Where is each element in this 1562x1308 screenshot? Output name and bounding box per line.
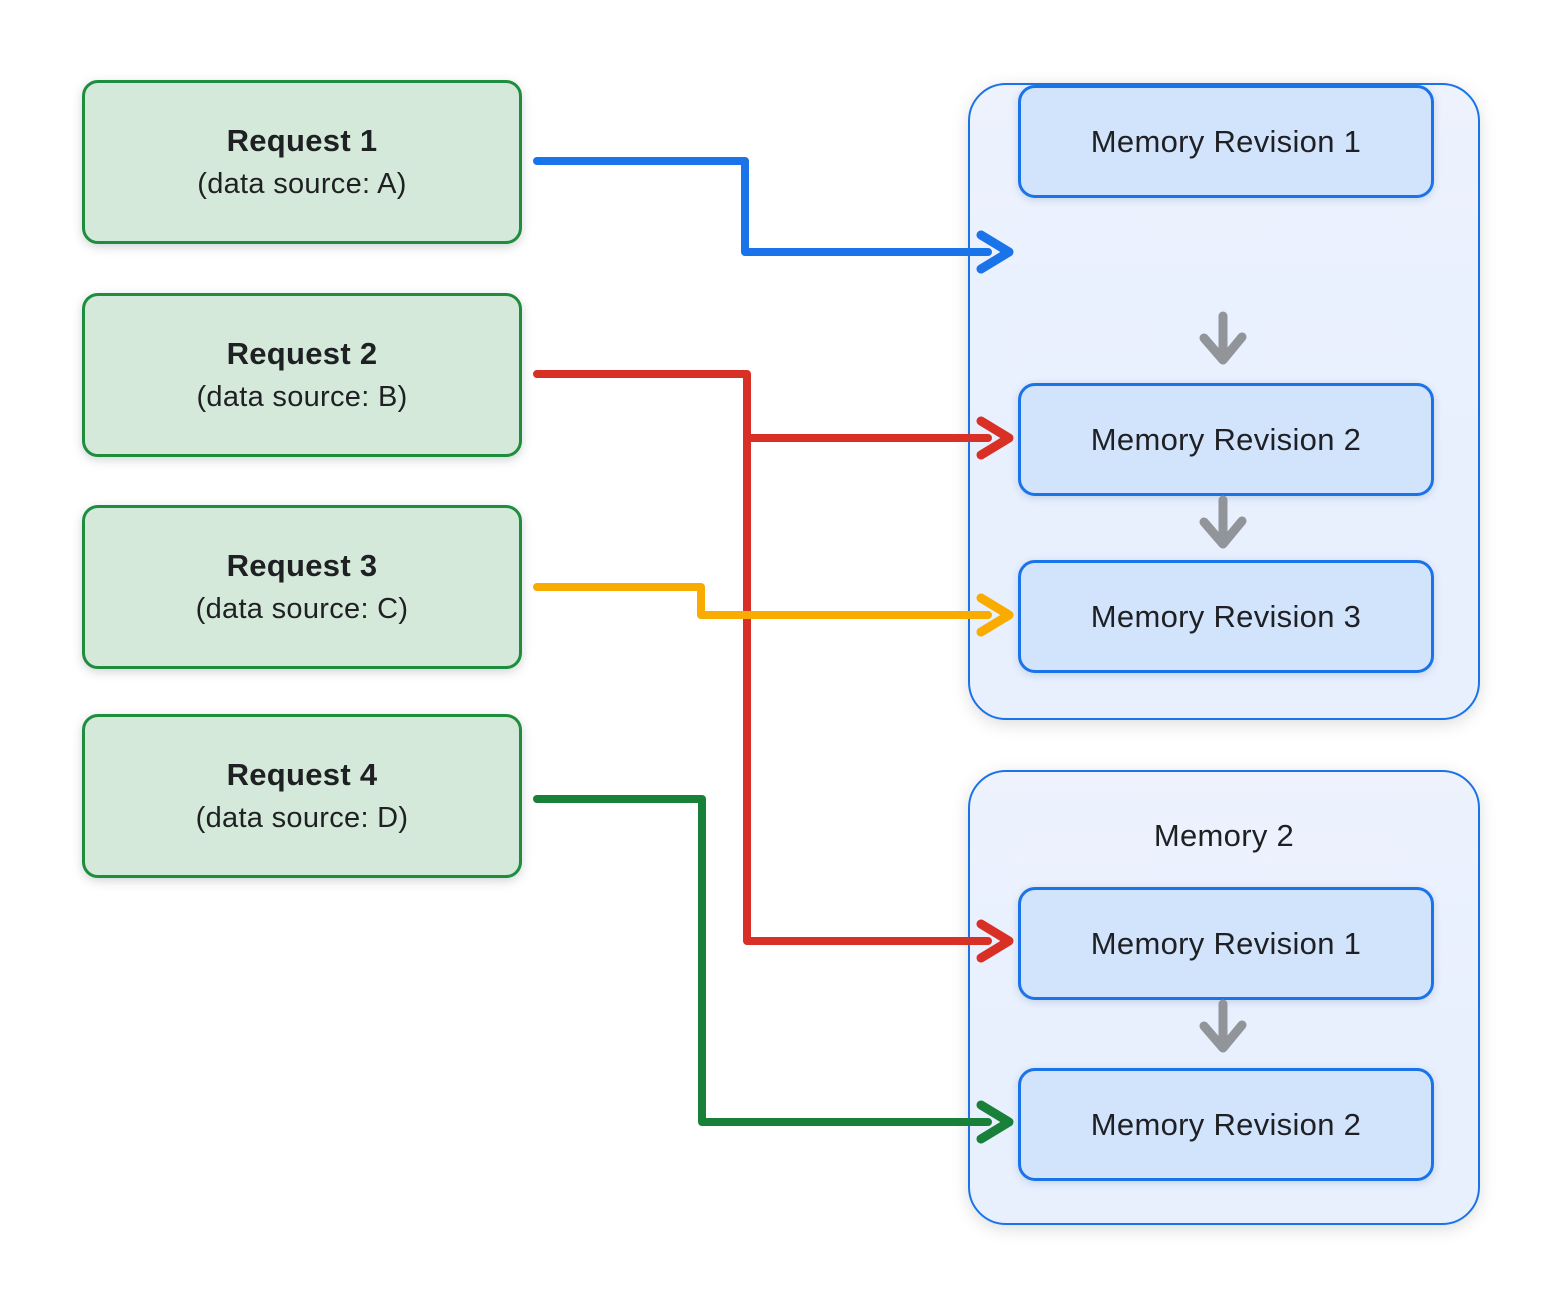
memory-1-revision-1-node: Memory Revision 1 — [1018, 85, 1434, 198]
memory-2-revision-2-node: Memory Revision 2 — [1018, 1068, 1434, 1181]
request-3-subtitle: (data source: C) — [195, 593, 409, 625]
request-3-node: Request 3 (data source: C) — [82, 505, 522, 669]
request-4-node: Request 4 (data source: D) — [82, 714, 522, 878]
memory-2-revision-1-label: Memory Revision 1 — [1090, 925, 1362, 961]
memory-2-revision-2-label: Memory Revision 2 — [1090, 1106, 1362, 1142]
connector-request2-to-memory1-rev2 — [533, 370, 1014, 460]
memory-1-revision-2-label: Memory Revision 2 — [1090, 421, 1362, 457]
request-3-title: Request 3 — [226, 548, 378, 583]
memory-1-revision-3-node: Memory Revision 3 — [1018, 560, 1434, 673]
memory-2-group: Memory 2 Memory Revision 1 Memory Revisi… — [968, 770, 1480, 1225]
request-1-node: Request 1 (data source: A) — [82, 80, 522, 244]
connector-request4-line — [533, 795, 992, 1126]
memory-2-title: Memory 2 — [1153, 818, 1295, 853]
memory-1-revision-2-node: Memory Revision 2 — [1018, 383, 1434, 496]
memory-1-revision-1-label: Memory Revision 1 — [1090, 123, 1362, 159]
connector-request3-line — [533, 583, 992, 619]
request-1-title: Request 1 — [226, 123, 378, 158]
connector-request2a-line — [533, 370, 992, 442]
request-4-title: Request 4 — [226, 757, 378, 792]
connector-request2b-line — [743, 434, 992, 945]
connector-request3-to-memory1-rev3 — [533, 583, 1014, 637]
request-2-subtitle: (data source: B) — [196, 381, 408, 413]
memory-2-revision-1-node: Memory Revision 1 — [1018, 887, 1434, 1000]
connector-request4-to-memory2-rev2 — [533, 795, 1014, 1144]
request-1-subtitle: (data source: A) — [197, 168, 407, 200]
memory-1-revision-3-label: Memory Revision 3 — [1090, 598, 1362, 634]
memory-1-group: Memory 1 Memory Revision 1 Memory Revisi… — [968, 83, 1480, 720]
connector-request1-to-memory1-rev1 — [533, 157, 1014, 274]
request-2-node: Request 2 (data source: B) — [82, 293, 522, 457]
request-4-subtitle: (data source: D) — [195, 802, 409, 834]
connector-request1-line — [533, 157, 992, 256]
request-2-title: Request 2 — [226, 336, 378, 371]
